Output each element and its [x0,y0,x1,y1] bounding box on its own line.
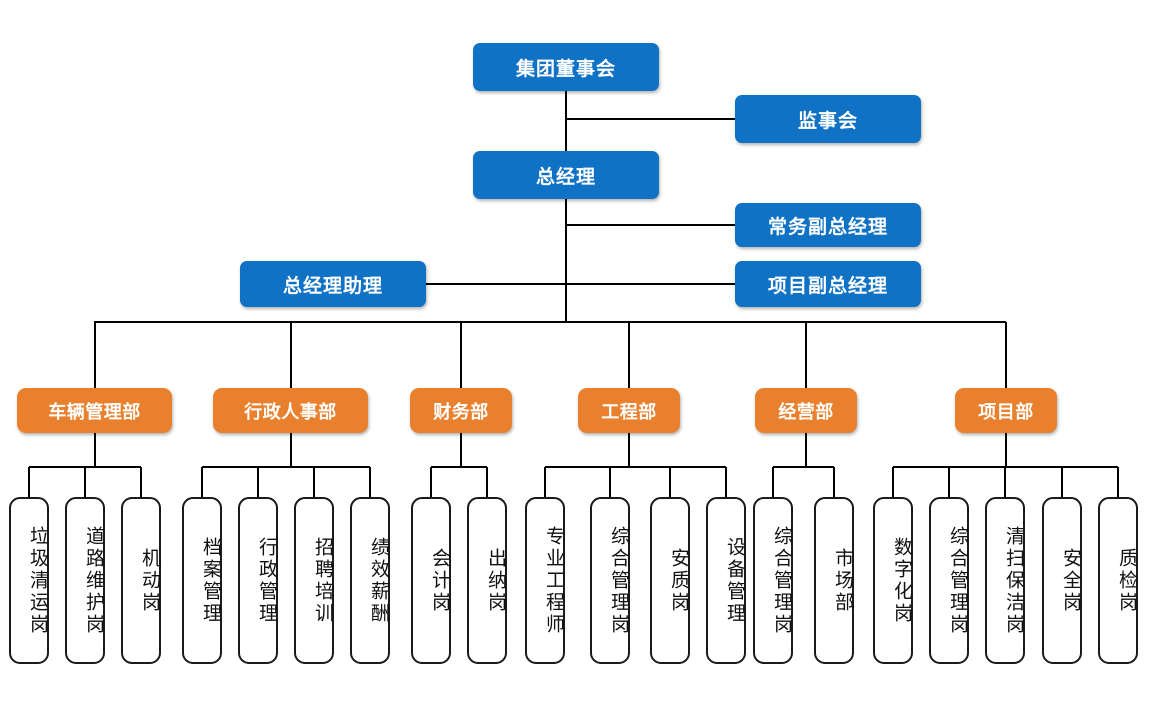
leaf-node-2[interactable]: 招聘培训 [294,497,334,664]
leaf-node-2[interactable]: 清扫保洁岗 [985,497,1025,664]
leaf-node-3[interactable]: 安全岗 [1042,497,1082,664]
exec-node-gm[interactable]: 总经理 [473,151,659,199]
leaf-node-3[interactable]: 绩效薪酬 [350,497,390,664]
leaf-node-label: 安质岗 [668,547,689,614]
leaf-node-0[interactable]: 垃圾清运岗 [9,497,49,664]
leaf-node-label: 绩效薪酬 [368,536,389,625]
leaf-node-0[interactable]: 综合管理岗 [753,497,793,664]
dept-node-admin-hr[interactable]: 行政人事部 [213,388,368,433]
leaf-node-label: 档案管理 [200,536,221,625]
leaf-node-label: 数字化岗 [891,536,912,625]
exec-node-label: 监事会 [797,110,858,132]
leaf-node-label: 专业工程师 [543,525,564,636]
leaf-node-1[interactable]: 综合管理岗 [929,497,969,664]
dept-node-engineering[interactable]: 工程部 [578,388,680,433]
dept-node-finance[interactable]: 财务部 [410,388,512,433]
leaf-node-label: 道路维护岗 [83,525,104,636]
leaf-node-label: 出纳岗 [485,547,506,614]
leaf-node-3[interactable]: 设备管理 [706,497,746,664]
exec-node-label: 项目副总经理 [767,275,888,297]
leaf-node-0[interactable]: 会计岗 [411,497,451,664]
exec-node-exec-vp[interactable]: 常务副总经理 [735,203,921,247]
leaf-node-2[interactable]: 安质岗 [650,497,690,664]
exec-node-supervisory[interactable]: 监事会 [735,95,921,143]
leaf-node-4[interactable]: 质检岗 [1098,497,1138,664]
leaf-node-label: 会计岗 [429,547,450,614]
dept-node-label: 行政人事部 [244,401,337,422]
dept-node-label: 项目部 [978,401,1034,422]
exec-node-label: 集团董事会 [515,58,616,80]
leaf-node-label: 综合管理岗 [771,525,792,636]
leaf-node-0[interactable]: 档案管理 [182,497,222,664]
dept-node-label: 工程部 [601,401,657,422]
leaf-node-label: 综合管理岗 [947,525,968,636]
leaf-node-1[interactable]: 行政管理 [238,497,278,664]
leaf-node-label: 机动岗 [139,547,160,614]
leaf-node-label: 质检岗 [1116,547,1137,614]
leaf-node-label: 清扫保洁岗 [1003,525,1024,636]
leaf-node-label: 市场部 [832,547,853,614]
leaf-node-label: 垃圾清运岗 [27,525,48,636]
exec-node-label: 常务副总经理 [767,216,888,238]
exec-node-label: 总经理助理 [282,275,383,297]
leaf-node-1[interactable]: 出纳岗 [467,497,507,664]
exec-node-board[interactable]: 集团董事会 [473,43,659,91]
dept-node-label: 车辆管理部 [48,401,141,422]
leaf-node-0[interactable]: 专业工程师 [525,497,565,664]
dept-node-vehicle[interactable]: 车辆管理部 [17,388,172,433]
dept-node-project[interactable]: 项目部 [955,388,1057,433]
leaf-node-2[interactable]: 机动岗 [121,497,161,664]
leaf-node-label: 综合管理岗 [608,525,629,636]
dept-node-label: 经营部 [778,401,834,422]
exec-node-gm-assistant[interactable]: 总经理助理 [240,261,426,307]
leaf-node-1[interactable]: 市场部 [814,497,854,664]
exec-node-label: 总经理 [535,166,596,188]
leaf-node-label: 行政管理 [256,536,277,625]
leaf-node-1[interactable]: 综合管理岗 [590,497,630,664]
leaf-node-label: 招聘培训 [312,536,333,625]
leaf-node-label: 设备管理 [724,536,745,625]
leaf-node-0[interactable]: 数字化岗 [873,497,913,664]
leaf-node-1[interactable]: 道路维护岗 [65,497,105,664]
dept-node-label: 财务部 [433,401,489,422]
leaf-node-label: 安全岗 [1060,547,1081,614]
exec-node-project-vp[interactable]: 项目副总经理 [735,261,921,307]
dept-node-operations[interactable]: 经营部 [755,388,857,433]
